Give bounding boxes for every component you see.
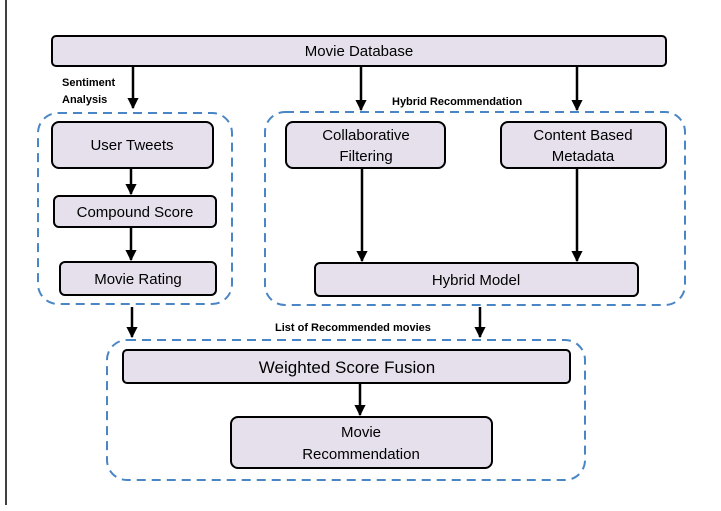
movie-rating-label: Movie Rating — [94, 271, 182, 288]
sentiment-group — [37, 112, 233, 305]
movie-rating-node: Movie Rating — [59, 261, 217, 296]
weighted-score-fusion-node: Weighted Score Fusion — [122, 349, 571, 384]
fusion-group — [106, 339, 586, 481]
user-tweets-label: User Tweets — [90, 137, 173, 154]
edges — [125, 66, 583, 417]
hybrid-model-label: Hybrid Model — [432, 272, 520, 289]
movie-database-node: Movie Database — [51, 35, 667, 67]
compound-score-node: Compound Score — [53, 195, 217, 228]
movie-recommendation-line1: Movie — [341, 424, 381, 441]
hybrid-model-node: Hybrid Model — [314, 262, 639, 297]
weighted-score-fusion-label: Weighted Score Fusion — [259, 358, 435, 377]
sentiment-analysis-label-line2: Analysis — [62, 94, 107, 106]
sentiment-analysis-label-line1: Sentiment — [62, 77, 116, 89]
content-based-metadata-line1: Content Based — [533, 127, 632, 144]
movie-recommendation-line2: Recommendation — [302, 446, 420, 463]
collaborative-filtering-line2: Filtering — [339, 148, 392, 165]
content-based-metadata-line2: Metadata — [552, 148, 615, 165]
movie-recommendation-node: Movie Recommendation — [230, 416, 493, 469]
compound-score-label: Compound Score — [77, 204, 194, 221]
user-tweets-node: User Tweets — [51, 121, 214, 169]
collaborative-filtering-line1: Collaborative — [322, 127, 410, 144]
hybrid-recommendation-label: Hybrid Recommendation — [392, 96, 522, 108]
list-of-recommended-label: List of Recommended movies — [275, 322, 431, 334]
collaborative-filtering-node: Collaborative Filtering — [285, 121, 446, 169]
hybrid-group — [264, 111, 686, 306]
content-based-metadata-node: Content Based Metadata — [500, 121, 667, 169]
movie-database-label: Movie Database — [305, 43, 413, 60]
